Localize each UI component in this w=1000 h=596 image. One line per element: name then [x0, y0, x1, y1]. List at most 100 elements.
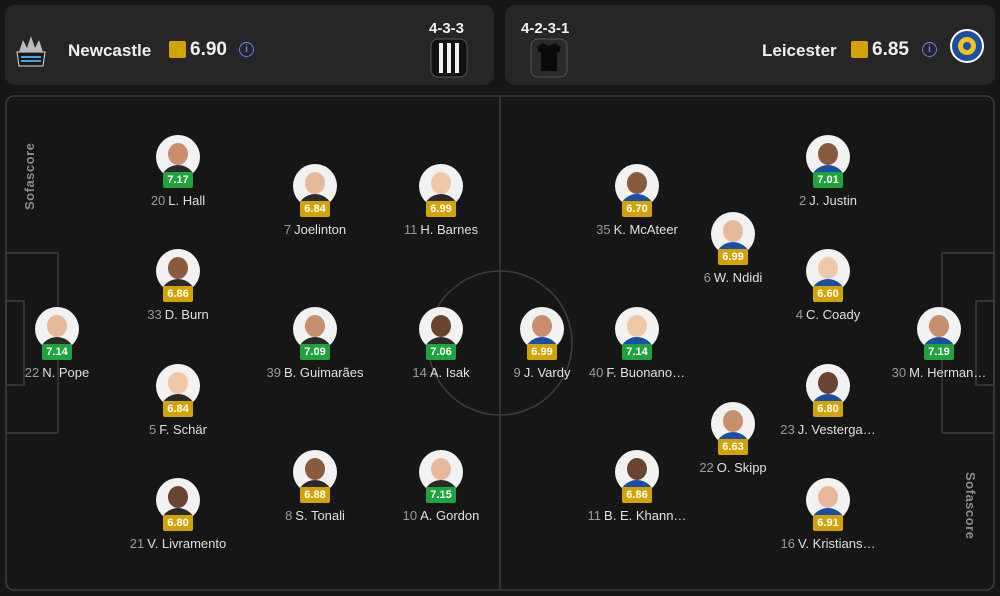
player-name-text: B. Guimarães: [283, 365, 364, 380]
sofascore-watermark: Sofascore: [963, 472, 978, 540]
newcastle-crest-icon[interactable]: [13, 30, 49, 68]
player-avatar[interactable]: [806, 135, 850, 179]
player-avatar[interactable]: [806, 364, 850, 408]
player-rating-badge: 7.17: [163, 172, 193, 188]
away-team-name[interactable]: Leicester: [762, 41, 837, 60]
player-rating-badge: 6.80: [163, 515, 193, 531]
player-name-text: D. Burn: [164, 307, 209, 322]
player-name-text: F. Buonano…: [606, 365, 686, 380]
player-name-text: F. Schär: [159, 422, 207, 437]
player-number: 10: [402, 508, 418, 523]
player-rating-badge: 7.14: [42, 344, 72, 360]
home-team-name[interactable]: Newcastle: [68, 41, 152, 60]
player-rating-badge: 6.86: [622, 487, 652, 503]
info-icon[interactable]: i: [239, 42, 254, 57]
player-number: 6: [703, 270, 711, 285]
player-number: 35: [596, 222, 611, 237]
player-rating-badge: 7.15: [426, 487, 456, 503]
home-formation: 4-3-3: [429, 20, 465, 37]
player-avatar[interactable]: [156, 478, 200, 522]
player-number: 22: [699, 460, 714, 475]
player-number: 11: [403, 222, 418, 237]
player-rating-badge: 6.84: [163, 401, 193, 417]
away-formation: 4-2-3-1: [521, 20, 570, 37]
home-rating-square: [169, 41, 186, 58]
player-name-text: L. Hall: [168, 193, 206, 208]
black-shirt-icon: [530, 38, 568, 78]
player-avatar[interactable]: [615, 307, 659, 351]
player-number: 40: [588, 365, 604, 380]
player-avatar[interactable]: [293, 450, 337, 494]
player-number: 7: [283, 222, 292, 237]
player-name-text: W. Ndidi: [713, 270, 763, 285]
info-icon[interactable]: i: [922, 42, 937, 57]
player-rating-badge: 7.19: [924, 344, 954, 360]
player-rating-badge: 6.91: [813, 515, 843, 531]
player-rating-badge: 7.14: [622, 344, 652, 360]
player-rating-badge: 6.99: [718, 249, 748, 265]
leicester-crest-icon[interactable]: [949, 27, 985, 65]
player-rating-badge: 6.99: [527, 344, 557, 360]
player-name-text: A. Isak: [429, 365, 470, 380]
player-avatar[interactable]: [806, 478, 850, 522]
player-number: 20: [150, 193, 166, 208]
player-name-text: K. McAteer: [613, 222, 678, 237]
player-number: 16: [780, 536, 795, 551]
player-rating-badge: 6.70: [622, 201, 652, 217]
home-team-header: Newcastle 6.90 i 4-3-3: [5, 5, 494, 85]
player-avatar[interactable]: [917, 307, 961, 351]
player-rating-badge: 6.86: [163, 286, 193, 302]
player-number: 9: [513, 365, 521, 380]
away-team-rating: 6.85: [872, 39, 909, 60]
player-avatar[interactable]: [293, 307, 337, 351]
player-name-text: O. Skipp: [716, 460, 767, 475]
home-team-rating: 6.90: [190, 39, 227, 60]
player-rating-badge: 7.06: [426, 344, 456, 360]
away-rating-square: [851, 41, 868, 58]
